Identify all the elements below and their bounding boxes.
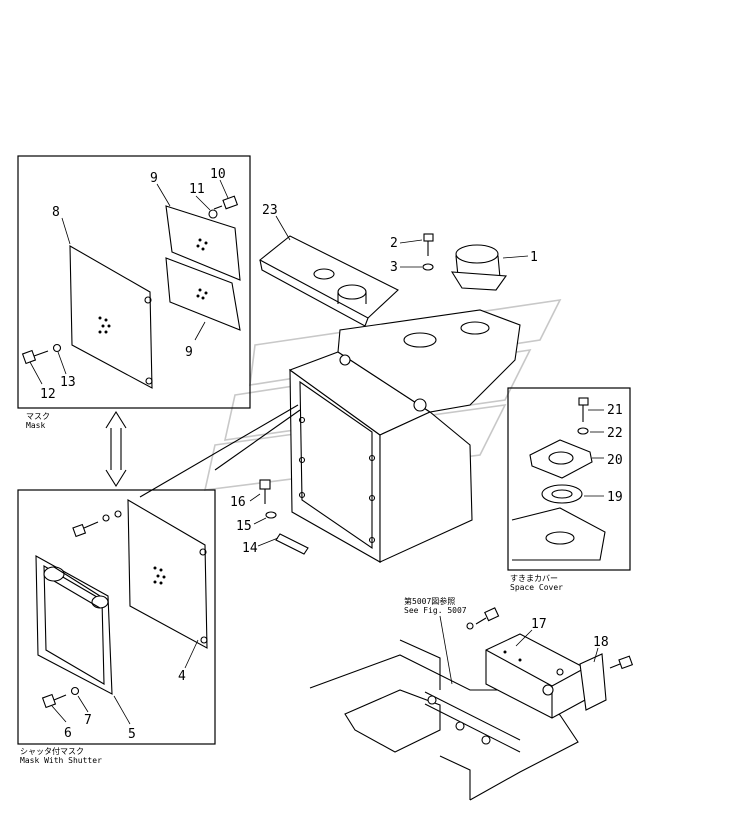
- callout-18: 18: [593, 635, 609, 650]
- double-arrow: [105, 410, 127, 488]
- callout-14: 14: [242, 541, 258, 556]
- callout-11: 11: [189, 182, 205, 197]
- bolt-10: [213, 195, 239, 210]
- mask-cover-9-upper: [165, 205, 241, 281]
- callout-10: 10: [210, 167, 226, 182]
- washer-11: [208, 209, 218, 219]
- shutter-caption-en: Mask With Shutter: [20, 756, 102, 765]
- fig-ref-caption-en: See Fig. 5007: [404, 606, 467, 615]
- plate-18: [579, 653, 607, 711]
- fig-ref-caption-jp: 第5007図参照: [404, 596, 455, 606]
- shutter-bolts-top: [72, 510, 122, 538]
- bolt-2: [423, 233, 434, 256]
- cap-1: [450, 244, 508, 291]
- callout-12: 12: [40, 387, 56, 402]
- bolt-16: [259, 479, 271, 504]
- callout-16: 16: [230, 495, 246, 510]
- callout-9-lower: 9: [185, 345, 193, 360]
- space-cover-leaders: [584, 409, 604, 497]
- callout-9-upper: 9: [150, 171, 158, 186]
- lower-left-leaders: [249, 493, 279, 547]
- radiator-housing: [139, 309, 521, 563]
- bracket-14: [275, 533, 309, 555]
- shutter-plate: [127, 499, 208, 649]
- mask-caption-en: Mask: [26, 421, 45, 430]
- washer-15: [265, 511, 277, 519]
- callout-1: 1: [530, 250, 538, 265]
- callout-8: 8: [52, 205, 60, 220]
- mask-leaders: [29, 179, 229, 385]
- mask-cover-9-lower: [165, 257, 241, 331]
- seal-19: [541, 484, 583, 504]
- shutter-leaders: [51, 639, 199, 725]
- mask-plate-8: [69, 245, 153, 389]
- plate-20: [529, 439, 593, 479]
- callout-21: 21: [607, 403, 623, 418]
- callout-22: 22: [607, 426, 623, 441]
- shutter-assembly: [35, 555, 113, 695]
- bracket-17: [485, 633, 586, 719]
- bolt-top: [466, 607, 500, 630]
- washer-22: [577, 427, 589, 435]
- washer-7: [70, 686, 80, 696]
- callout-3: 3: [390, 260, 398, 275]
- callout-19: 19: [607, 490, 623, 505]
- callout-15: 15: [236, 519, 252, 534]
- bottom-right-leaders: [439, 615, 599, 685]
- shutter-caption-jp: シャッタ付マスク: [20, 746, 84, 756]
- callout-20: 20: [607, 453, 623, 468]
- callout-7: 7: [84, 713, 92, 728]
- top-leaders: [399, 239, 529, 268]
- callout-13: 13: [60, 375, 76, 390]
- bolt-6: [41, 693, 67, 709]
- washer-3: [422, 263, 434, 271]
- mask-caption-jp: マスク: [26, 412, 50, 421]
- washer-13: [52, 343, 62, 353]
- space-cover-caption-jp: すきまカバー: [510, 574, 558, 583]
- bolt-12: [21, 349, 49, 365]
- callout-5: 5: [128, 727, 136, 742]
- space-cover-inset-frame: [507, 387, 631, 571]
- bolt-right: [609, 655, 634, 670]
- callout-6: 6: [64, 726, 72, 741]
- space-cover-bolt-21: [578, 397, 589, 422]
- callout-23: 23: [262, 203, 278, 218]
- callout-4: 4: [178, 669, 186, 684]
- top-cover-23: [259, 235, 399, 327]
- mask-inset-frame: [17, 155, 251, 409]
- shutter-inset-frame: [17, 489, 216, 745]
- space-cover-caption-en: Space Cover: [510, 583, 563, 592]
- callout-2: 2: [390, 236, 398, 251]
- leader-23: [275, 215, 291, 241]
- callout-17: 17: [531, 617, 547, 632]
- space-cover-body: [511, 507, 606, 561]
